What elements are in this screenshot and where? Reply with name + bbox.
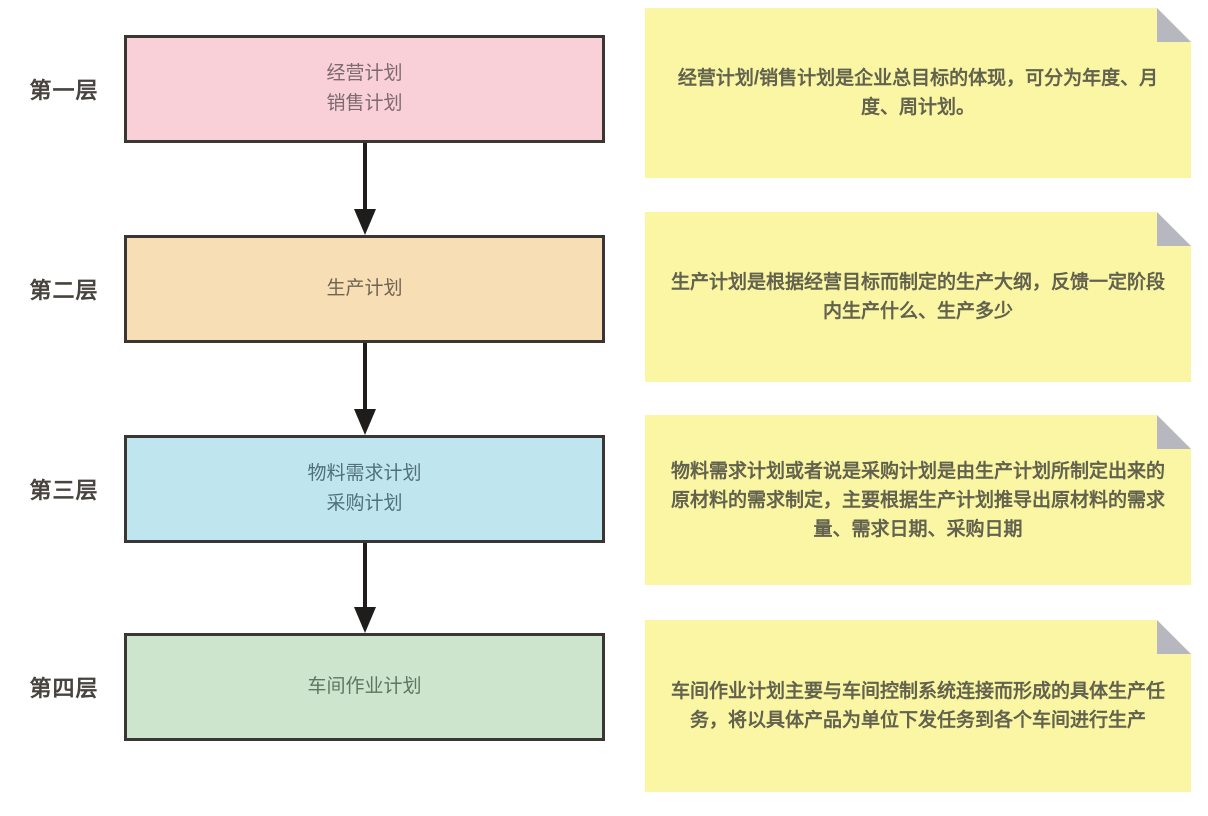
layer-label-3: 第三层 <box>29 478 99 503</box>
note-card-1: 经营计划/销售计划是企业总目标的体现，可分为年度、月度、周计划。 <box>645 8 1191 178</box>
note-text: 经营计划/销售计划是企业总目标的体现，可分为年度、月度、周计划。 <box>677 68 1159 118</box>
layer-label-2: 第二层 <box>29 278 99 303</box>
arrow-line <box>363 143 367 209</box>
layer-label-4: 第四层 <box>29 676 99 701</box>
arrow-head-icon <box>354 409 376 435</box>
note-text: 物料需求计划或者说是采购计划是由生产计划所制定出来的原材料的需求制定，主要根据生… <box>670 460 1165 540</box>
plan-box-line1: 生产计划 <box>326 278 403 299</box>
plan-box-line1: 物料需求计划 <box>307 463 422 484</box>
folded-corner-icon <box>1157 8 1191 42</box>
plan-box-line1: 经营计划 <box>326 63 403 84</box>
plan-box-business-sales: 经营计划 销售计划 <box>124 35 605 143</box>
arrow-line <box>363 543 367 607</box>
folded-corner-icon <box>1157 415 1191 449</box>
arrow-head-icon <box>354 607 376 633</box>
note-card-4: 车间作业计划主要与车间控制系统连接而形成的具体生产任务，将以具体产品为单位下发任… <box>645 620 1191 792</box>
plan-box-material-purchase: 物料需求计划 采购计划 <box>124 435 605 543</box>
note-card-3: 物料需求计划或者说是采购计划是由生产计划所制定出来的原材料的需求制定，主要根据生… <box>645 415 1191 585</box>
arrow-head-icon <box>354 209 376 235</box>
note-text: 生产计划是根据经营目标而制定的生产大纲，反馈一定阶段内生产什么、生产多少 <box>670 272 1165 322</box>
plan-box-line2: 销售计划 <box>326 93 403 114</box>
down-arrow-3 <box>353 543 377 633</box>
plan-box-production: 生产计划 <box>124 235 605 343</box>
plan-box-shopfloor: 车间作业计划 <box>124 633 605 741</box>
folded-corner-icon <box>1157 212 1191 246</box>
note-card-2: 生产计划是根据经营目标而制定的生产大纲，反馈一定阶段内生产什么、生产多少 <box>645 212 1191 382</box>
note-text: 车间作业计划主要与车间控制系统连接而形成的具体生产任务，将以具体产品为单位下发任… <box>670 681 1165 731</box>
down-arrow-2 <box>353 343 377 435</box>
folded-corner-icon <box>1157 620 1191 654</box>
layer-label-1: 第一层 <box>29 78 99 103</box>
down-arrow-1 <box>353 143 377 235</box>
plan-box-line2: 采购计划 <box>326 493 403 514</box>
plan-box-line1: 车间作业计划 <box>307 676 422 697</box>
arrow-line <box>363 343 367 409</box>
